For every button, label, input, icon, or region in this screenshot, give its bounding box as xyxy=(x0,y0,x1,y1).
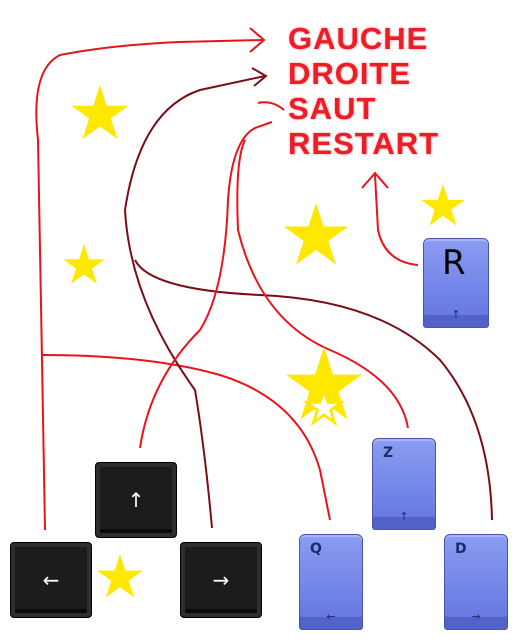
left-arrow-key: ← xyxy=(10,542,92,618)
left-arrow-icon: ← xyxy=(42,568,60,592)
star-icon xyxy=(283,203,349,265)
star-icon xyxy=(421,184,465,226)
label-gauche: GAUCHE xyxy=(288,21,429,56)
right-arrow-key: → xyxy=(180,542,262,618)
arrowhead-gauche xyxy=(249,27,266,53)
line-saut-hook xyxy=(257,101,285,111)
star-icon xyxy=(97,554,143,598)
r-key-letter: R xyxy=(442,243,466,283)
q-key: Q ← xyxy=(299,534,363,630)
z-key: Z ↑ xyxy=(372,438,436,530)
right-arrow-icon: → xyxy=(212,568,230,592)
label-droite: DROITE xyxy=(288,56,412,91)
line-right-to-droite xyxy=(123,75,266,529)
up-arrow-key: ↑ xyxy=(95,462,177,538)
line-z-to-saut xyxy=(236,139,409,429)
d-key-sub: → xyxy=(471,610,481,623)
line-left-to-gauche xyxy=(35,39,263,531)
line-d-to-droite xyxy=(134,259,493,521)
q-key-sub: ← xyxy=(326,610,336,623)
r-key-sub: ↑ xyxy=(451,308,461,321)
r-key: R ↑ xyxy=(423,238,489,328)
star-icon xyxy=(71,85,129,140)
label-restart: RESTART xyxy=(288,126,440,161)
up-arrow-icon: ↑ xyxy=(127,488,145,512)
arrowhead-restart xyxy=(361,171,389,189)
d-key-letter: D xyxy=(455,541,467,557)
line-up-to-saut xyxy=(139,121,273,449)
arrowhead-droite xyxy=(251,67,268,87)
line-q-to-gauche xyxy=(41,354,331,521)
z-key-sub: ↑ xyxy=(399,510,409,523)
q-key-letter: Q xyxy=(310,541,322,557)
d-key: D → xyxy=(444,534,508,630)
star-icon xyxy=(63,244,105,284)
label-saut: SAUT xyxy=(288,91,377,126)
line-r-to-restart xyxy=(374,174,419,266)
z-key-letter: Z xyxy=(383,445,394,461)
